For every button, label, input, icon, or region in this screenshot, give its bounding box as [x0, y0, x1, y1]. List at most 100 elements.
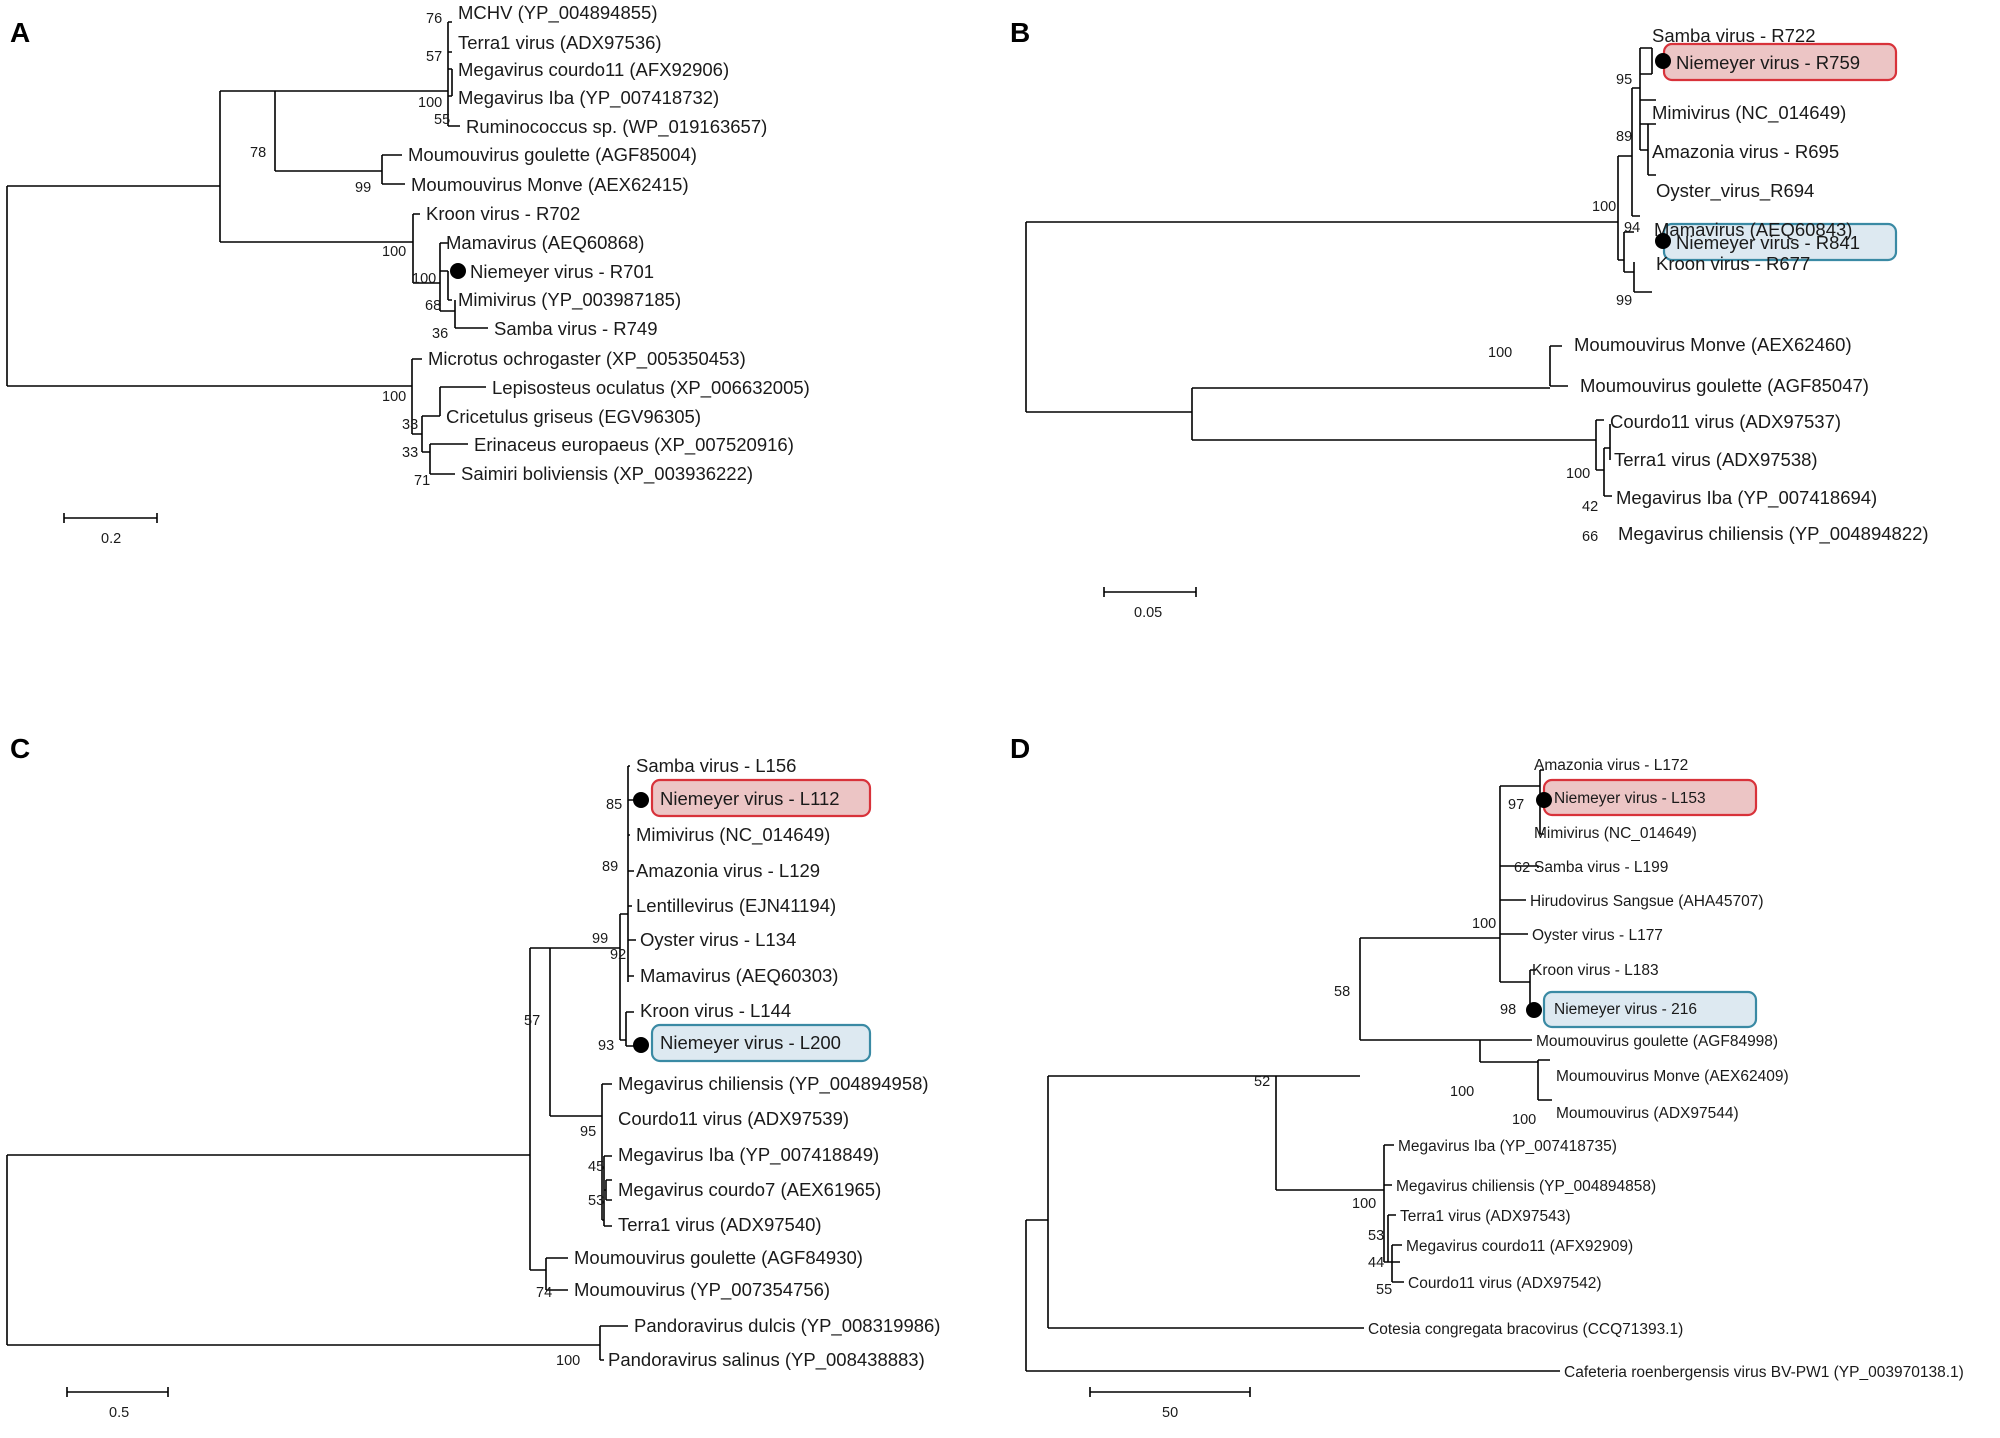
- bootstrap-value: 55: [434, 112, 450, 128]
- tree-d-leaf: Cafeteria roenbergensis virus BV-PW1 (YP…: [1564, 1364, 1964, 1381]
- bootstrap-value: 55: [1376, 1282, 1392, 1298]
- tree-a-leaf: Samba virus - R749: [494, 318, 657, 339]
- bootstrap-value: 89: [602, 859, 618, 875]
- tree-b-leaf: Amazonia virus - R695: [1652, 141, 1839, 162]
- tree-c-leaf: Oyster virus - L134: [640, 929, 796, 950]
- tree-b-branches: [1025, 47, 1656, 497]
- tree-a-leaf: Terra1 virus (ADX97536): [458, 32, 662, 53]
- tree-a-branches: [6, 21, 488, 475]
- bootstrap-value: 100: [1352, 1196, 1376, 1212]
- bootstrap-value: 98: [1500, 1002, 1516, 1018]
- panel-b-letter: B: [1010, 17, 1030, 48]
- tree-d-leaf: Oyster virus - L177: [1532, 927, 1663, 944]
- bootstrap-value: 85: [606, 797, 622, 813]
- bootstrap-value: 57: [426, 49, 442, 65]
- bootstrap-value: 95: [1616, 72, 1632, 88]
- tree-d-leaf: Cotesia congregata bracovirus (CCQ71393.…: [1368, 1321, 1683, 1338]
- tree-a-leaf: Megavirus Iba (YP_007418732): [458, 87, 719, 109]
- bootstrap-value: 62: [1514, 860, 1530, 876]
- bootstrap-value: 66: [1582, 529, 1598, 545]
- highlight-blue-box: [650, 1023, 872, 1063]
- tree-a-leaf: Lepisosteus oculatus (XP_006632005): [492, 377, 810, 399]
- tree-c-labels: Samba virus - L156 Niemeyer virus - L112…: [574, 755, 940, 1371]
- bootstrap-value: 78: [250, 145, 266, 161]
- tree-a-leaf: Megavirus courdo11 (AFX92906): [458, 59, 729, 80]
- tree-b-bootstraps: 95 89 100 94 99 100 100 42 66: [1488, 72, 1640, 545]
- tree-a-leaf: Moumouvirus goulette (AGF85004): [408, 144, 697, 165]
- panel-c-letter: C: [10, 733, 30, 764]
- niemeyer-marker-dot: [1536, 792, 1552, 808]
- tree-b-leaf: Megavirus chiliensis (YP_004894822): [1618, 523, 1929, 545]
- niemeyer-marker-dot: [633, 792, 649, 808]
- niemeyer-marker-dot: [1655, 53, 1671, 69]
- bootstrap-value: 100: [1488, 345, 1512, 361]
- scale-bar-c: [66, 1387, 169, 1397]
- tree-c-leaf: Megavirus chiliensis (YP_004894958): [618, 1073, 929, 1095]
- bootstrap-value: 95: [580, 1124, 596, 1140]
- scale-bar-d: [1089, 1387, 1251, 1397]
- bootstrap-value: 100: [1450, 1084, 1474, 1100]
- tree-b-leaf: Mimivirus (NC_014649): [1652, 102, 1846, 124]
- panel-b: B Samba virus - R722 Niemeyer virus - R7…: [1010, 17, 1929, 621]
- highlight-blue-box: [1542, 990, 1758, 1029]
- scale-bar-d-label: 50: [1162, 1405, 1178, 1421]
- scale-bar-c-label: 0.5: [109, 1405, 129, 1421]
- tree-d-leaf: Niemeyer virus - 216: [1554, 1001, 1697, 1018]
- tree-c-leaf: Terra1 virus (ADX97540): [618, 1214, 822, 1235]
- niemeyer-marker-dot: [1526, 1002, 1542, 1018]
- tree-a-leaf: MCHV (YP_004894855): [458, 2, 658, 24]
- bootstrap-value: 99: [1616, 293, 1632, 309]
- tree-c-leaf: Pandoravirus salinus (YP_008438883): [608, 1349, 925, 1371]
- tree-c-leaf: Niemeyer virus - L200: [660, 1032, 841, 1053]
- tree-a-leaf: Saimiri boliviensis (XP_003936222): [461, 463, 753, 485]
- tree-b-leaf: Mamavirus (AEQ60843): [1654, 219, 1852, 240]
- tree-b-leaf: Terra1 virus (ADX97538): [1614, 449, 1818, 470]
- tree-c-branches: [6, 765, 648, 1361]
- tree-b-leaf: Niemeyer virus - R841: [1676, 232, 1860, 253]
- bootstrap-value: 100: [1512, 1112, 1536, 1128]
- bootstrap-value: 71: [414, 473, 430, 489]
- bootstrap-value: 100: [412, 271, 436, 287]
- tree-c-leaf: Megavirus courdo7 (AEX61965): [618, 1179, 881, 1200]
- bootstrap-value: 93: [598, 1038, 614, 1054]
- highlight-red-box: [650, 778, 872, 818]
- tree-a-bootstraps: 76 57 100 55 78 99 100 100 68 36 100 33 …: [250, 11, 450, 489]
- tree-b-leaf: Kroon virus - R677: [1656, 253, 1810, 274]
- tree-b-leaf: Moumouvirus goulette (AGF85047): [1580, 375, 1869, 396]
- panel-a: A MCHV (YP_004894855) Terra1 virus (ADX9…: [6, 2, 810, 547]
- tree-c-leaf: Amazonia virus - L129: [636, 860, 820, 881]
- bootstrap-value: 42: [1582, 499, 1598, 515]
- bootstrap-value: 52: [1254, 1074, 1270, 1090]
- tree-c-leaf: Niemeyer virus - L112: [660, 788, 840, 809]
- bootstrap-value: 99: [355, 180, 371, 196]
- bootstrap-value: 33: [402, 445, 418, 461]
- bootstrap-value: 100: [1566, 466, 1590, 482]
- bootstrap-value: 45: [588, 1159, 604, 1175]
- bootstrap-value: 89: [1616, 129, 1632, 145]
- bootstrap-value: 74: [536, 1285, 552, 1301]
- tree-d-leaf: Megavirus courdo11 (AFX92909): [1406, 1238, 1633, 1255]
- bootstrap-value: 53: [1368, 1228, 1384, 1244]
- bootstrap-value: 92: [610, 947, 626, 963]
- bootstrap-value: 68: [425, 298, 441, 314]
- tree-c-leaf: Mimivirus (NC_014649): [636, 824, 830, 846]
- scale-bar-b: [1103, 587, 1197, 597]
- tree-b-leaf: Courdo11 virus (ADX97537): [1610, 411, 1841, 432]
- panel-a-letter: A: [10, 17, 30, 48]
- panel-d: D Amazonia virus - L172 Niemeyer virus -…: [1010, 733, 1964, 1421]
- bootstrap-value: 36: [432, 326, 448, 342]
- tree-b-leaf: Niemeyer virus - R759: [1676, 52, 1860, 73]
- niemeyer-marker-dot: [450, 263, 466, 279]
- scale-bar-a-label: 0.2: [101, 531, 121, 547]
- tree-a-leaf: Ruminococcus sp. (WP_019163657): [466, 116, 767, 138]
- tree-a-leaf: Moumouvirus Monve (AEX62415): [411, 174, 689, 195]
- tree-a-leaf: Niemeyer virus - R701: [470, 261, 654, 282]
- bootstrap-value: 100: [556, 1353, 580, 1369]
- niemeyer-marker-dot: [633, 1037, 649, 1053]
- tree-a-leaf: Erinaceus europaeus (XP_007520916): [474, 434, 794, 456]
- tree-a-leaf: Cricetulus griseus (EGV96305): [446, 406, 701, 427]
- tree-b-leaf: Moumouvirus Monve (AEX62460): [1574, 334, 1852, 355]
- bootstrap-value: 76: [426, 11, 442, 27]
- tree-d-leaf: Terra1 virus (ADX97543): [1400, 1208, 1571, 1225]
